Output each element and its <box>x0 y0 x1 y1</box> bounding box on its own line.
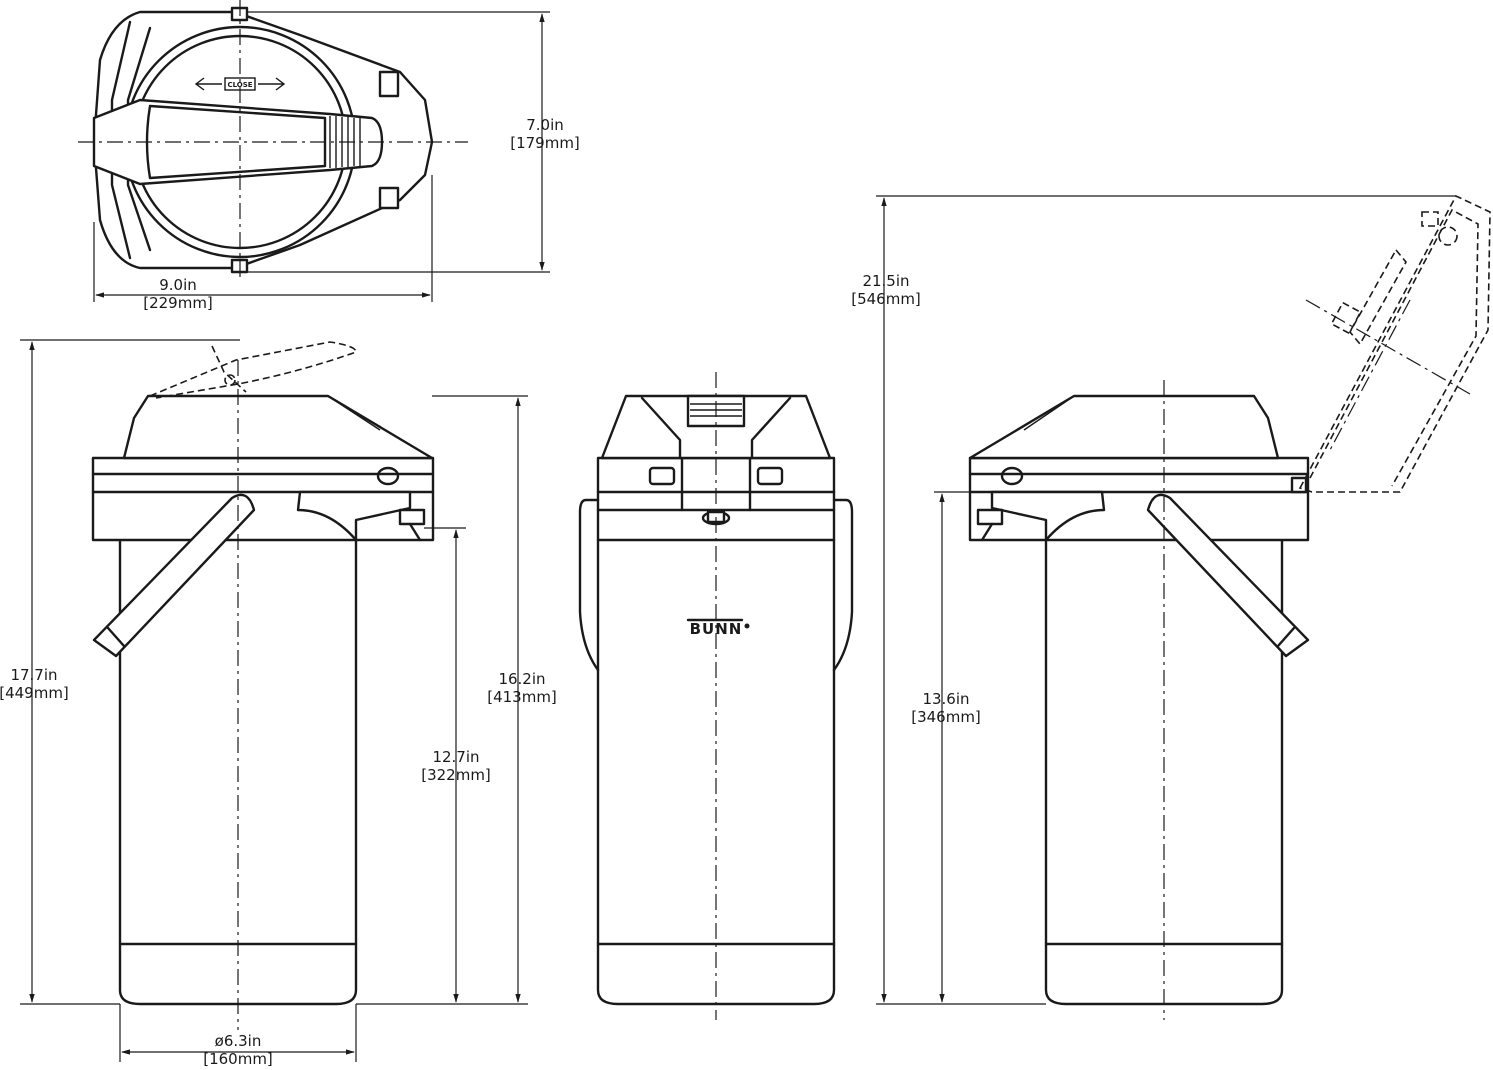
side-view-closed <box>20 339 528 1062</box>
top-view: CLOSE <box>78 0 550 302</box>
closed-body-height-in: 16.2in <box>498 670 545 688</box>
open-spout-height-mm: [346mm] <box>911 708 981 726</box>
bunn-logo: BUNN <box>690 620 743 638</box>
open-spout-height-in: 13.6in <box>922 690 969 708</box>
open-height-mm: [546mm] <box>851 290 921 308</box>
opened-lid <box>1298 194 1491 493</box>
top-depth-in: 7.0in <box>526 116 564 134</box>
top-width-in: 9.0in <box>159 276 197 294</box>
closed-body-height-mm: [413mm] <box>487 688 557 706</box>
closed-total-height-mm: [449mm] <box>0 684 69 702</box>
side-view-open <box>876 194 1491 1020</box>
closed-total-height-in: 17.7in <box>10 666 57 684</box>
closed-spout-height-in: 12.7in <box>432 748 479 766</box>
diameter-mm: [160mm] <box>203 1050 273 1068</box>
top-depth-mm: [179mm] <box>510 134 580 152</box>
closed-spout-height-mm: [322mm] <box>421 766 491 784</box>
top-width-mm: [229mm] <box>143 294 213 312</box>
front-view: BUNN <box>578 372 854 1020</box>
open-height-in: 21.5in <box>862 272 909 290</box>
close-label: CLOSE <box>227 81 252 89</box>
diameter-in: ø6.3in <box>215 1032 262 1050</box>
